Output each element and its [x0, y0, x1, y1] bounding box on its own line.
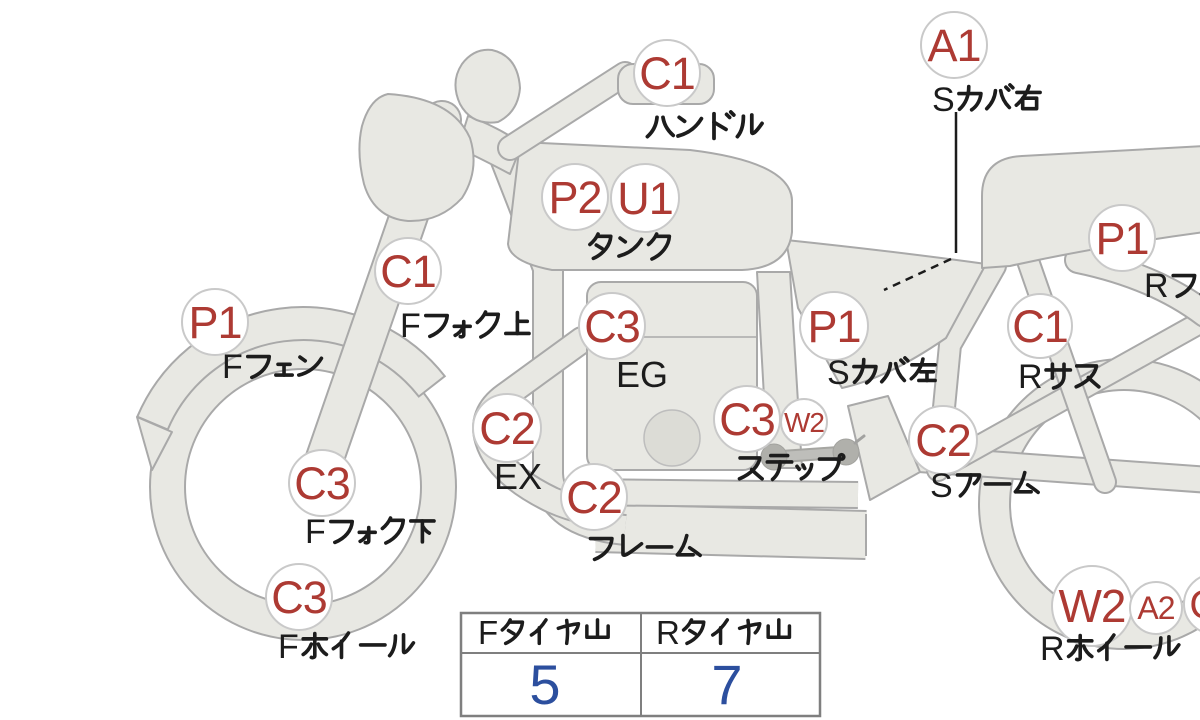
svg-text:P1: P1: [1095, 213, 1148, 264]
svg-text:W2: W2: [784, 407, 824, 438]
svg-text:A2: A2: [1137, 590, 1174, 626]
svg-text:F: F: [400, 307, 421, 345]
svg-text:S: S: [932, 81, 955, 119]
svg-text:C2: C2: [566, 472, 622, 523]
svg-text:P1: P1: [807, 301, 860, 352]
svg-text:R: R: [1040, 630, 1065, 668]
svg-text:C3: C3: [719, 394, 775, 445]
svg-text:F: F: [222, 348, 243, 386]
svg-text:S: S: [930, 467, 953, 505]
svg-text:7: 7: [711, 653, 742, 716]
svg-text:P1: P1: [188, 297, 241, 348]
svg-text:C3: C3: [271, 572, 327, 623]
svg-text:W2: W2: [1059, 580, 1126, 632]
svg-text:C3: C3: [294, 458, 350, 509]
svg-text:F: F: [278, 628, 299, 666]
svg-text:C1: C1: [1012, 301, 1068, 352]
svg-text:C2: C2: [915, 415, 971, 466]
svg-text:F: F: [305, 513, 326, 551]
svg-text:R: R: [1144, 267, 1169, 305]
svg-text:EX: EX: [494, 456, 542, 497]
svg-text:5: 5: [529, 653, 560, 716]
svg-text:C3: C3: [584, 301, 640, 352]
svg-text:C2: C2: [479, 403, 535, 454]
svg-text:U1: U1: [617, 173, 673, 224]
svg-text:F: F: [478, 614, 498, 651]
svg-text:EG: EG: [616, 354, 668, 395]
svg-text:C1: C1: [639, 48, 695, 99]
svg-text:R: R: [656, 614, 680, 651]
svg-text:A1: A1: [927, 20, 980, 71]
svg-text:S: S: [827, 354, 850, 392]
svg-text:P2: P2: [548, 172, 601, 223]
svg-text:C1: C1: [380, 246, 436, 297]
svg-text:R: R: [1018, 358, 1043, 396]
svg-text:C2: C2: [1189, 583, 1200, 627]
